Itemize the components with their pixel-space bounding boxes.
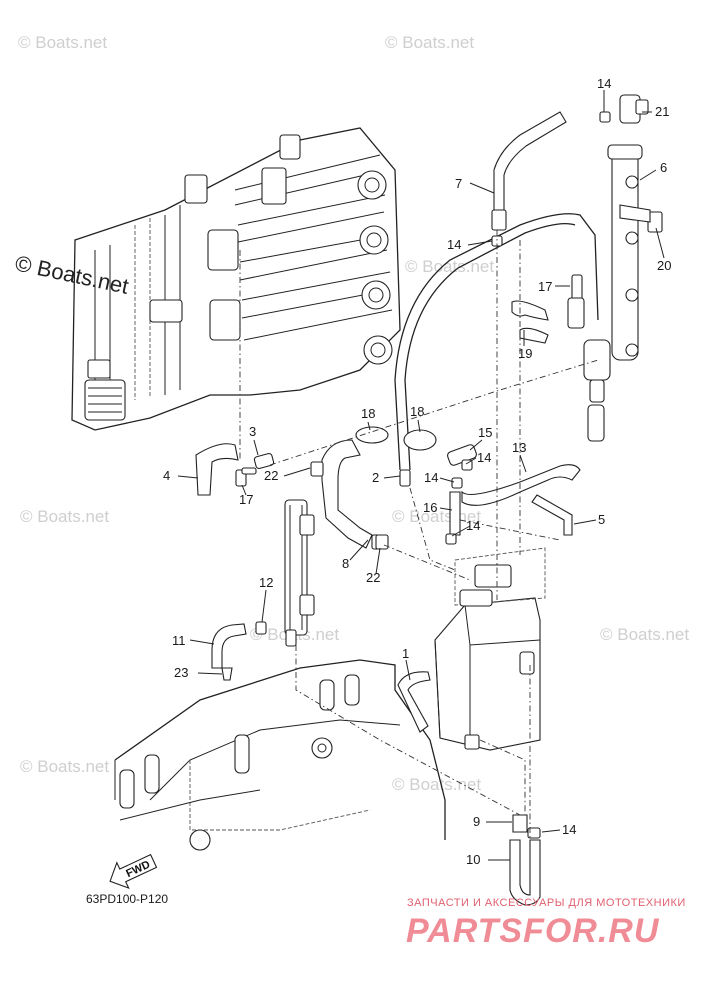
lower-case-illustration xyxy=(114,659,446,851)
brand-name: PARTSFOR.RU xyxy=(406,912,660,950)
watermark-layer: © Boats.net © Boats.net © Boats.net © Bo… xyxy=(13,33,689,794)
brand-tagline: ЗАПЧАСТИ И АКСЕССУАРЫ ДЛЯ МОТОТЕХНИКИ xyxy=(407,897,686,909)
hose-parts xyxy=(195,111,611,906)
callout-label: 10 xyxy=(466,852,480,867)
callout-label: 13 xyxy=(512,440,526,455)
engine-block-illustration xyxy=(71,127,401,431)
callout-label: 23 xyxy=(174,665,188,680)
callout-label: 14 xyxy=(447,237,461,252)
callout-label: 7 xyxy=(455,176,462,191)
callout-label: 16 xyxy=(423,500,437,515)
diagram-code: 63PD100-P120 xyxy=(86,892,168,906)
callout-label: 22 xyxy=(264,468,278,483)
watermark: © Boats.net xyxy=(600,625,689,644)
callout-label: 11 xyxy=(172,633,186,648)
fuel-filter-bracket xyxy=(284,499,315,647)
watermark: © Boats.net xyxy=(385,33,474,52)
callout-label: 4 xyxy=(163,468,170,483)
fuel-rail-assembly xyxy=(607,94,663,361)
callout-labels: 14 21 6 7 14 20 17 19 18 18 3 15 13 4 22… xyxy=(163,76,671,867)
callout-label: 3 xyxy=(249,424,256,439)
leader-lines xyxy=(177,90,665,861)
callout-label: 18 xyxy=(361,406,375,421)
callout-label: 2 xyxy=(372,470,379,485)
callout-label: 8 xyxy=(342,556,349,571)
callout-label: 6 xyxy=(660,160,667,175)
callout-label: 15 xyxy=(478,425,492,440)
callout-label: 14 xyxy=(466,518,480,533)
vapor-separator-tank xyxy=(434,547,546,751)
callout-label: 17 xyxy=(239,492,253,507)
watermark-large: © Boats.net xyxy=(13,250,131,298)
callout-label: 9 xyxy=(473,814,480,829)
callout-label: 14 xyxy=(477,450,491,465)
brand-logo: ЗАПЧАСТИ И АКСЕССУАРЫ ДЛЯ МОТОТЕХНИКИ PA… xyxy=(406,897,686,950)
watermark: © Boats.net xyxy=(405,257,494,276)
callout-label: 20 xyxy=(657,258,671,273)
callout-label: 14 xyxy=(597,76,611,91)
watermark: © Boats.net xyxy=(20,757,109,776)
callout-label: 21 xyxy=(655,104,669,119)
watermark: © Boats.net xyxy=(18,33,107,52)
callout-label: 5 xyxy=(598,512,605,527)
routing-lines xyxy=(239,230,599,840)
callout-label: 18 xyxy=(410,404,424,419)
callout-label: 22 xyxy=(366,570,380,585)
callout-label: 19 xyxy=(518,346,532,361)
fwd-label: FWD xyxy=(124,859,152,880)
watermark: © Boats.net xyxy=(392,775,481,794)
callout-label: 14 xyxy=(562,822,576,837)
fwd-arrow: FWD xyxy=(109,853,158,890)
callout-label: 12 xyxy=(259,575,273,590)
small-fittings xyxy=(235,111,611,550)
callout-label: 14 xyxy=(424,470,438,485)
callout-label: 1 xyxy=(402,646,409,661)
callout-label: 17 xyxy=(538,279,552,294)
watermark: © Boats.net xyxy=(20,507,109,526)
